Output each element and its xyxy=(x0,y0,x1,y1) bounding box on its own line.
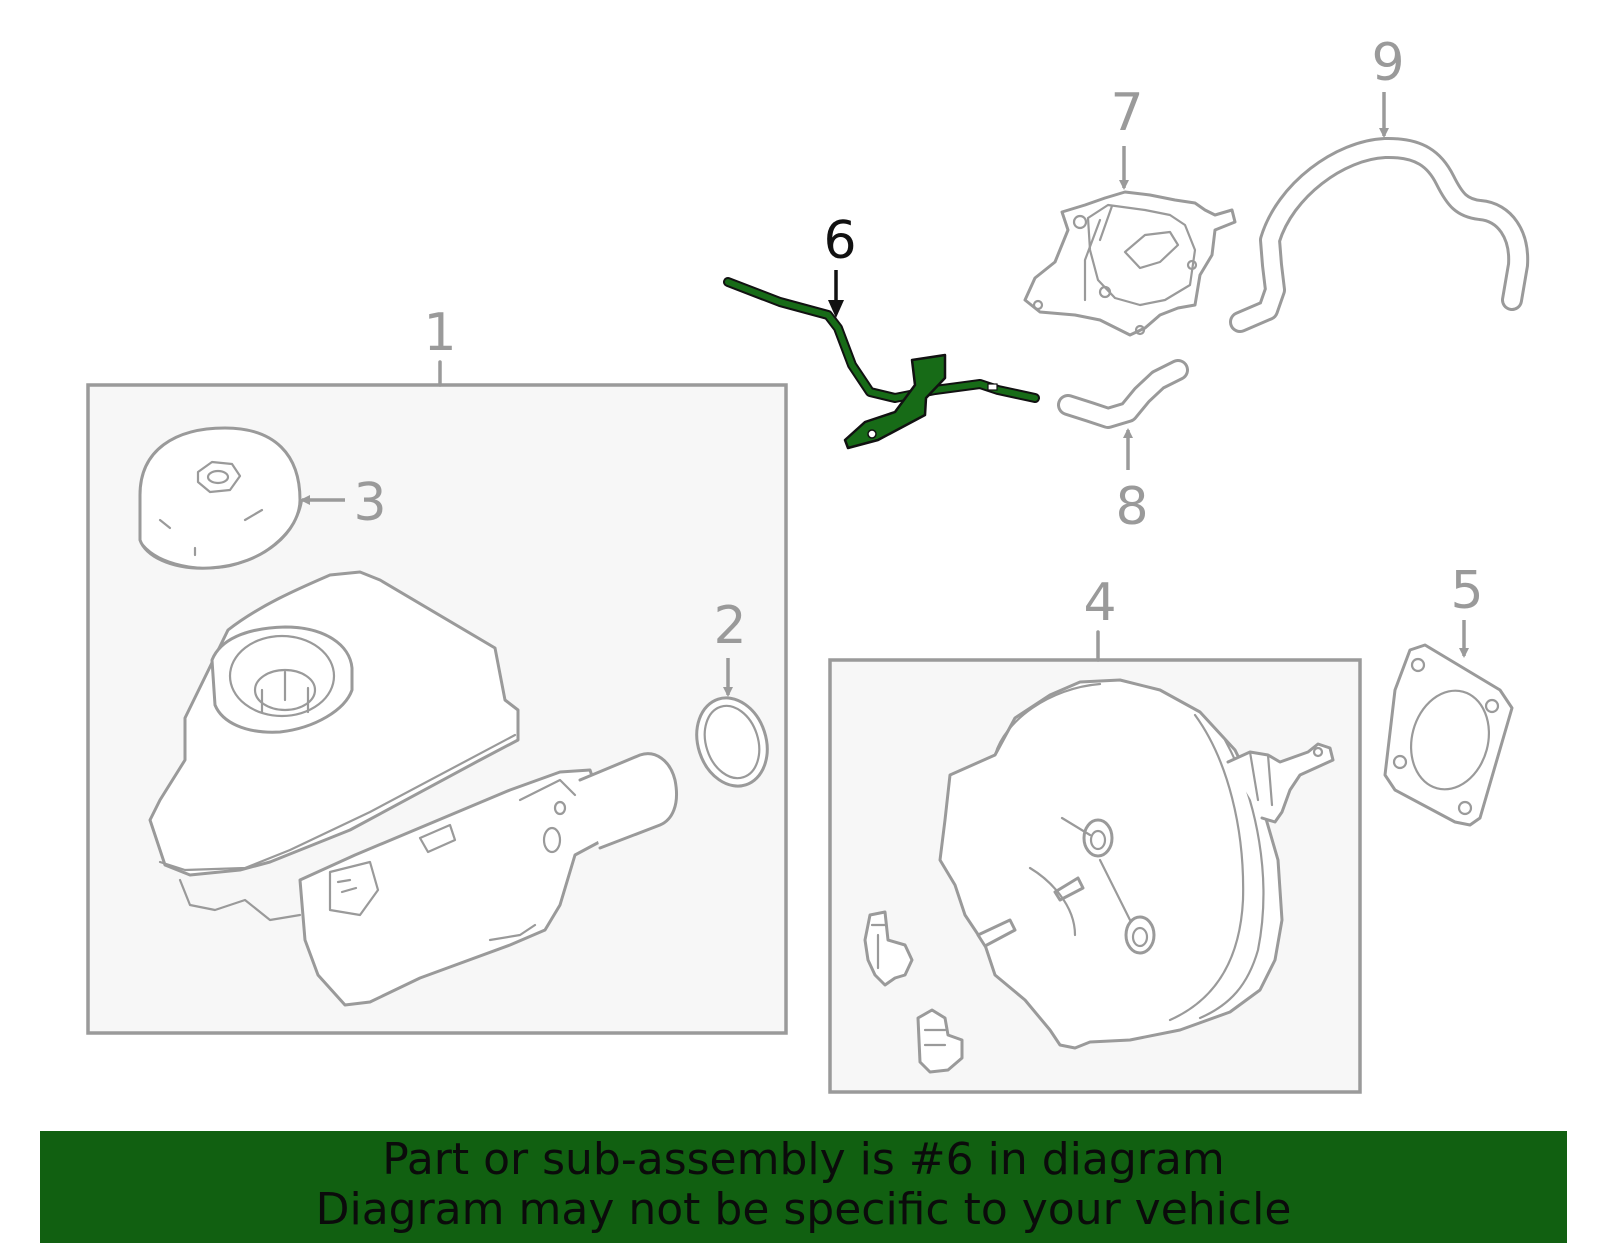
electrical-connector[interactable] xyxy=(916,1008,964,1074)
check-valve-sensor[interactable] xyxy=(863,910,914,987)
callout-9[interactable]: 9 xyxy=(1371,33,1404,93)
gasket-part-5[interactable] xyxy=(1383,643,1514,827)
callout-7[interactable]: 7 xyxy=(1110,83,1143,143)
callout-1[interactable]: 1 xyxy=(423,303,456,363)
hose-part-8[interactable] xyxy=(1057,359,1189,429)
callout-8[interactable]: 8 xyxy=(1115,477,1148,537)
vacuum-pump-part-7[interactable] xyxy=(1023,190,1237,337)
callout-2[interactable]: 2 xyxy=(713,596,746,656)
hose-part-9[interactable] xyxy=(1229,136,1530,333)
master-cylinder-part-1[interactable] xyxy=(148,570,678,1007)
callout-5[interactable]: 5 xyxy=(1450,561,1483,621)
reservoir-cap-part-3[interactable] xyxy=(138,426,304,570)
callout-4[interactable]: 4 xyxy=(1083,573,1116,633)
info-banner: Part or sub-assembly is #6 in diagram Di… xyxy=(40,1131,1567,1243)
banner-line-2: Diagram may not be specific to your vehi… xyxy=(315,1184,1292,1235)
banner-line-1: Part or sub-assembly is #6 in diagram xyxy=(382,1134,1225,1185)
callout-6[interactable]: 6 xyxy=(823,211,856,271)
seal-ring-part-2[interactable] xyxy=(686,689,778,796)
vacuum-pipe-part-6[interactable] xyxy=(723,277,1040,450)
brake-booster-part-4[interactable] xyxy=(938,678,1335,1050)
callout-3[interactable]: 3 xyxy=(353,473,386,533)
